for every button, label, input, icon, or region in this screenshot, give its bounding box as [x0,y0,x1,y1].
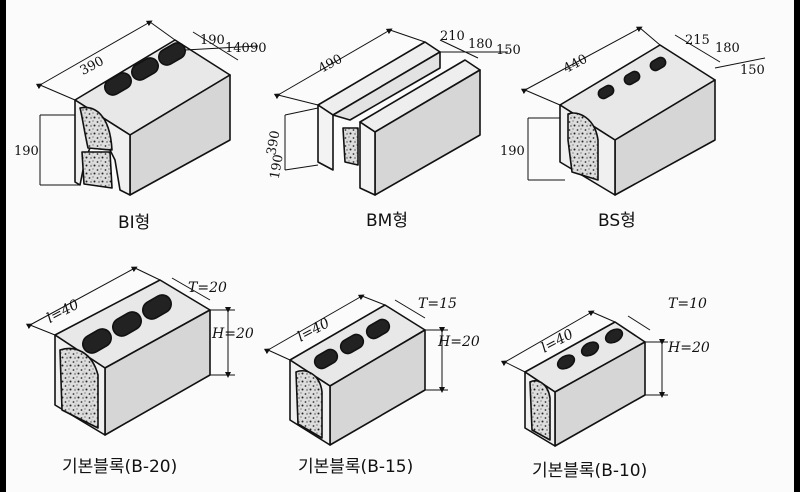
bs-top3-label: 150 [740,63,765,78]
block-b20-dimensions [25,266,235,378]
bs-top2-label: 180 [715,41,740,56]
block-b15-dimensions [263,294,448,393]
bs-height-label: 190 [500,144,525,159]
bm-length-label: 490 [316,52,345,77]
bm-height1-label: 390 [264,129,283,156]
bi-top1-label: 190 [200,33,225,48]
block-bs-dimensions [520,26,766,181]
bm-top1-label: 210 [440,29,465,44]
caption-b10: 기본블록(B-10) [532,461,648,481]
b20-height-label: H=20 [211,326,254,342]
b10-height-label: H=20 [667,340,710,356]
bs-length-label: 440 [561,52,590,77]
block-b20 [54,279,211,436]
bs-top1-label: 215 [685,33,710,48]
bi-height-label: 190 [14,144,39,159]
caption-bm: BM형 [366,211,408,231]
bm-height2-label: 190 [268,153,287,180]
bm-top3-label: 150 [496,43,521,58]
b20-thickness-label: T=20 [188,280,227,296]
b10-thickness-label: T=10 [668,296,707,312]
caption-bi: BI형 [118,213,151,233]
b20-length-label: l=40 [44,297,82,327]
bi-length-label: 390 [78,54,107,79]
bi-top2-label: 140 [225,41,250,56]
caption-b15: 기본블록(B-15) [298,457,414,477]
bi-top3-label: 90 [250,41,267,56]
caption-b20: 기본블록(B-20) [62,457,178,477]
block-b10-dimensions [500,310,668,398]
b15-height-label: H=20 [437,334,480,350]
bm-top2-label: 180 [468,37,493,52]
caption-bs: BS형 [598,211,636,231]
block-bm-dimensions [273,28,508,171]
b15-thickness-label: T=15 [418,296,457,312]
block-bi-dimensions [35,20,259,186]
